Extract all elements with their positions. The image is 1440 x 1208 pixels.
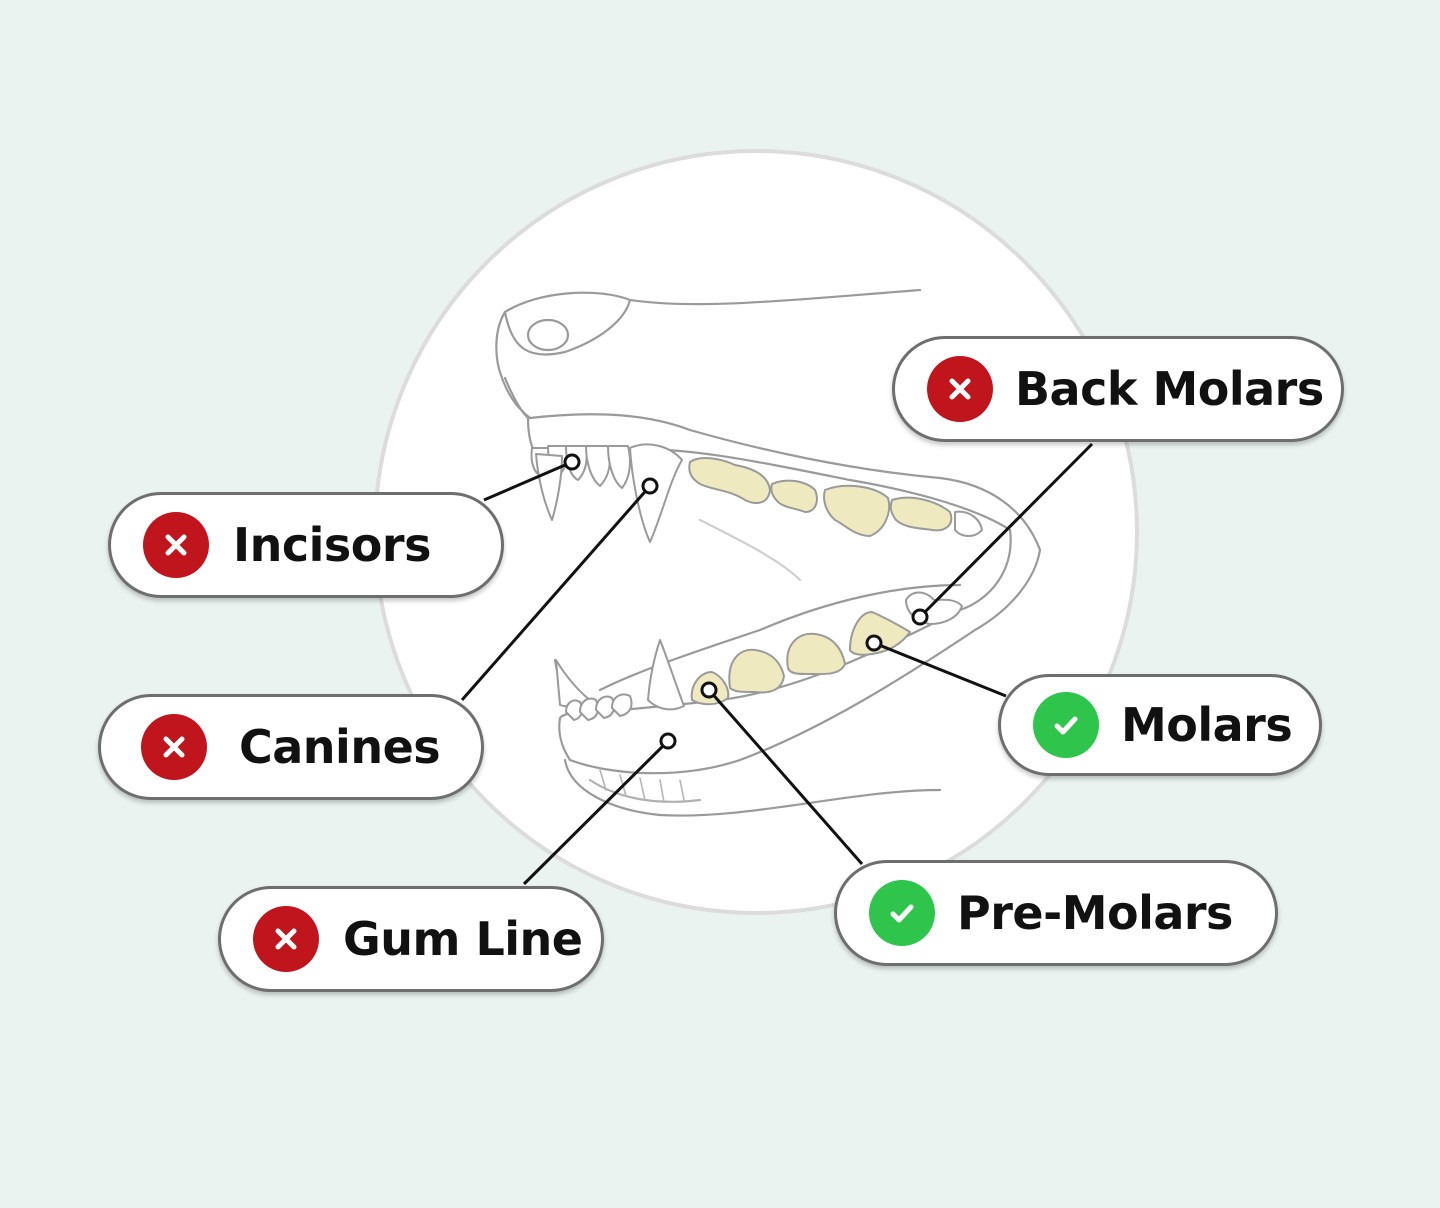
canines-label-text: Canines <box>239 720 441 774</box>
anchor-points <box>563 453 929 750</box>
anchor-incisors <box>563 453 581 471</box>
teeth <box>530 443 983 721</box>
dog-head-outline <box>495 288 1042 817</box>
check-icon <box>869 880 935 946</box>
x-icon <box>143 512 209 578</box>
leader-line-canines <box>460 485 652 701</box>
leader-line-pre-molars <box>707 689 864 865</box>
anchor-canines <box>641 477 659 495</box>
leader-line-incisors <box>483 460 573 502</box>
back-molars-label-text: Back Molars <box>1015 362 1324 416</box>
leader-line-back-molars <box>918 442 1094 619</box>
x-icon <box>927 356 993 422</box>
leader-lines <box>460 442 1094 886</box>
x-icon <box>253 906 319 972</box>
back-molars-label: Back Molars <box>892 336 1344 442</box>
anchor-gum-line <box>659 732 677 750</box>
leader-line-molars <box>873 641 1007 698</box>
x-icon <box>141 714 207 780</box>
check-icon <box>1033 692 1099 758</box>
incisors-label-text: Incisors <box>233 518 431 572</box>
canines-label: Canines <box>98 694 484 800</box>
pre-molars-label-text: Pre-Molars <box>957 886 1233 940</box>
molars-label-text: Molars <box>1121 698 1293 752</box>
molars-label: Molars <box>998 674 1322 776</box>
pre-molars-label: Pre-Molars <box>834 860 1278 966</box>
anchor-molars <box>865 634 883 652</box>
anchor-pre-molars <box>700 681 718 699</box>
leader-line-gum-line <box>522 739 670 886</box>
incisors-label: Incisors <box>108 492 504 598</box>
gum-line-label: Gum Line <box>218 886 604 992</box>
gum-line-label-text: Gum Line <box>343 912 583 966</box>
anchor-back-molars <box>911 608 929 626</box>
